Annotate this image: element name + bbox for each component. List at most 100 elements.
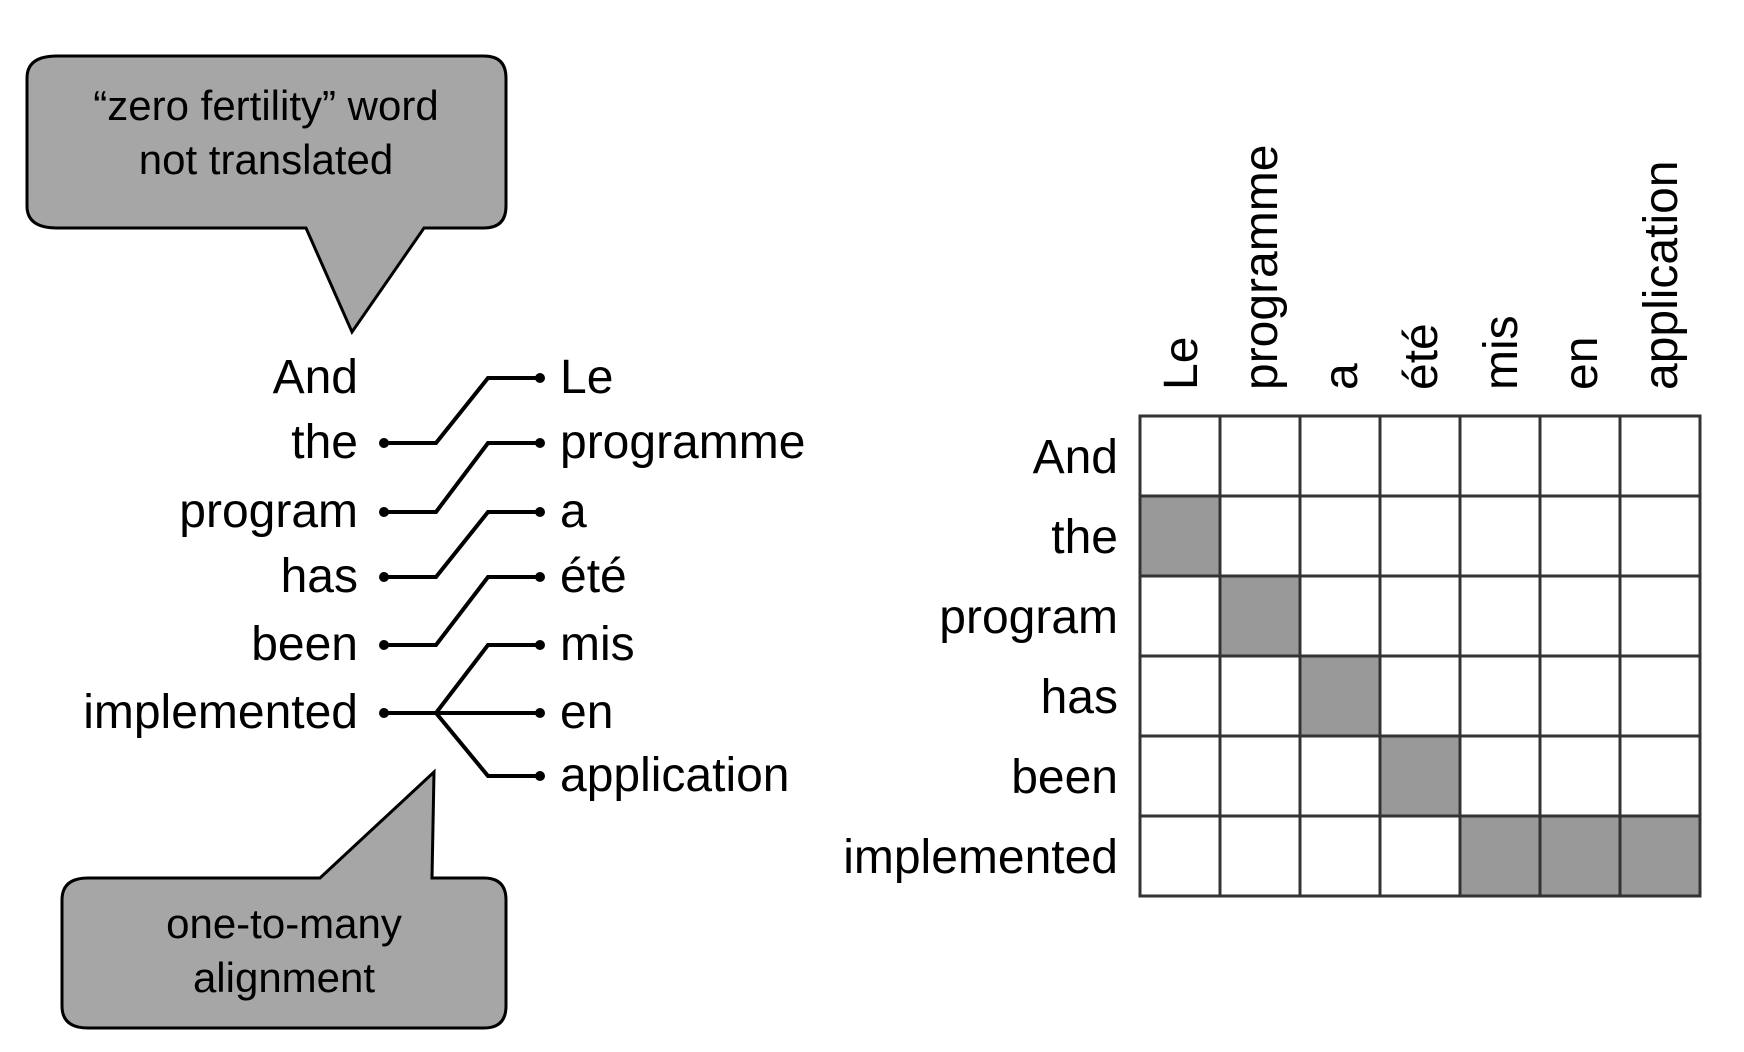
matrix-row-label: And bbox=[1033, 431, 1118, 484]
alignment-link bbox=[384, 376, 540, 445]
matrix-cell-aligned bbox=[1538, 814, 1622, 898]
french-word: mis bbox=[560, 618, 635, 671]
target-word-dot bbox=[535, 438, 545, 448]
matrix-cell bbox=[1538, 574, 1622, 658]
french-word: programme bbox=[560, 416, 805, 469]
matrix-cell bbox=[1458, 574, 1542, 658]
french-word-list: Le programme a été mis en application bbox=[560, 351, 805, 802]
english-word: been bbox=[251, 618, 358, 671]
english-word: the bbox=[291, 416, 358, 469]
alignment-link bbox=[384, 441, 540, 514]
matrix-row-label: the bbox=[1051, 511, 1118, 564]
matrix-column-label: application bbox=[1635, 161, 1688, 391]
matrix-cell bbox=[1138, 654, 1222, 738]
alignment-link bbox=[384, 510, 540, 579]
matrix-column-label: été bbox=[1395, 323, 1448, 390]
english-word: And bbox=[273, 351, 358, 404]
french-word: Le bbox=[560, 351, 613, 404]
matrix-column-label: programme bbox=[1235, 145, 1288, 390]
matrix-row-label: has bbox=[1041, 671, 1118, 724]
callout-bottom-line2: alignment bbox=[193, 954, 375, 1001]
callout-top-bubble bbox=[25, 54, 508, 336]
matrix-column-label: Le bbox=[1155, 337, 1208, 390]
alignment-link bbox=[384, 643, 540, 715]
matrix-cell bbox=[1218, 814, 1302, 898]
matrix-cell bbox=[1458, 494, 1542, 578]
english-word-list: And the program has been implemented bbox=[83, 351, 358, 739]
matrix-column-label: en bbox=[1555, 337, 1608, 390]
matrix-cell bbox=[1538, 734, 1622, 818]
alignment-matrix: And the program has been implemented Le progra… bbox=[843, 145, 1702, 898]
matrix-cell bbox=[1138, 414, 1222, 498]
matrix-row-label: been bbox=[1011, 751, 1118, 804]
matrix-cell bbox=[1218, 654, 1302, 738]
callout-top-line1: “zero fertility” word bbox=[93, 82, 438, 129]
matrix-cell bbox=[1538, 414, 1622, 498]
french-word: application bbox=[560, 749, 790, 802]
matrix-cell bbox=[1218, 414, 1302, 498]
matrix-row-label: implemented bbox=[843, 831, 1118, 884]
english-word: has bbox=[281, 550, 358, 603]
matrix-cell bbox=[1138, 734, 1222, 818]
matrix-cell bbox=[1298, 814, 1382, 898]
matrix-column-label: mis bbox=[1475, 315, 1528, 390]
matrix-cell bbox=[1298, 574, 1382, 658]
matrix-cell bbox=[1298, 414, 1382, 498]
target-word-dot bbox=[535, 373, 545, 383]
alignment-links bbox=[379, 373, 545, 781]
matrix-cell bbox=[1618, 494, 1702, 578]
target-word-dot bbox=[535, 572, 545, 582]
matrix-cell bbox=[1218, 734, 1302, 818]
matrix-cell bbox=[1138, 574, 1222, 658]
matrix-cell-aligned bbox=[1458, 814, 1542, 898]
matrix-column-label: a bbox=[1315, 363, 1368, 390]
matrix-cell bbox=[1618, 654, 1702, 738]
target-word-dot bbox=[535, 640, 545, 650]
french-word: a bbox=[560, 485, 587, 538]
matrix-cell bbox=[1378, 574, 1462, 658]
matrix-cell bbox=[1538, 654, 1622, 738]
callout-bottom-bubble bbox=[60, 768, 508, 1030]
matrix-cell-aligned bbox=[1298, 654, 1382, 738]
matrix-cells bbox=[1138, 414, 1702, 898]
matrix-row-labels: And the program has been implemented bbox=[843, 431, 1118, 884]
french-word: été bbox=[560, 550, 627, 603]
matrix-cell-aligned bbox=[1378, 734, 1462, 818]
matrix-cell bbox=[1378, 414, 1462, 498]
target-word-dot bbox=[535, 507, 545, 517]
matrix-cell bbox=[1298, 734, 1382, 818]
source-word-dot bbox=[379, 438, 389, 448]
matrix-cell bbox=[1378, 814, 1462, 898]
matrix-cell bbox=[1138, 814, 1222, 898]
matrix-cell-aligned bbox=[1618, 814, 1702, 898]
matrix-cell bbox=[1618, 414, 1702, 498]
matrix-cell bbox=[1618, 734, 1702, 818]
target-word-dot bbox=[535, 771, 545, 781]
source-word-dot bbox=[379, 507, 389, 517]
matrix-cell-aligned bbox=[1138, 494, 1222, 578]
matrix-cell bbox=[1378, 654, 1462, 738]
matrix-cell bbox=[1298, 494, 1382, 578]
alignment-link bbox=[384, 575, 540, 647]
source-word-dot bbox=[379, 640, 389, 650]
source-word-dot bbox=[379, 572, 389, 582]
callout-top-line2: not translated bbox=[139, 136, 394, 183]
matrix-cell bbox=[1458, 414, 1542, 498]
matrix-cell bbox=[1618, 574, 1702, 658]
english-word: implemented bbox=[83, 686, 358, 739]
callout-bottom-line1: one-to-many bbox=[166, 900, 402, 947]
matrix-cell bbox=[1378, 494, 1462, 578]
english-word: program bbox=[179, 485, 358, 538]
matrix-cell-aligned bbox=[1218, 574, 1302, 658]
matrix-cell bbox=[1458, 654, 1542, 738]
french-word: en bbox=[560, 686, 613, 739]
alignment-link bbox=[384, 711, 540, 778]
target-word-dot bbox=[535, 708, 545, 718]
matrix-row-label: program bbox=[939, 591, 1118, 644]
zero-fertility-callout: “zero fertility” word not translated bbox=[25, 54, 508, 336]
one-to-many-callout: one-to-many alignment bbox=[60, 768, 508, 1030]
matrix-cell bbox=[1458, 734, 1542, 818]
matrix-cell bbox=[1538, 494, 1622, 578]
